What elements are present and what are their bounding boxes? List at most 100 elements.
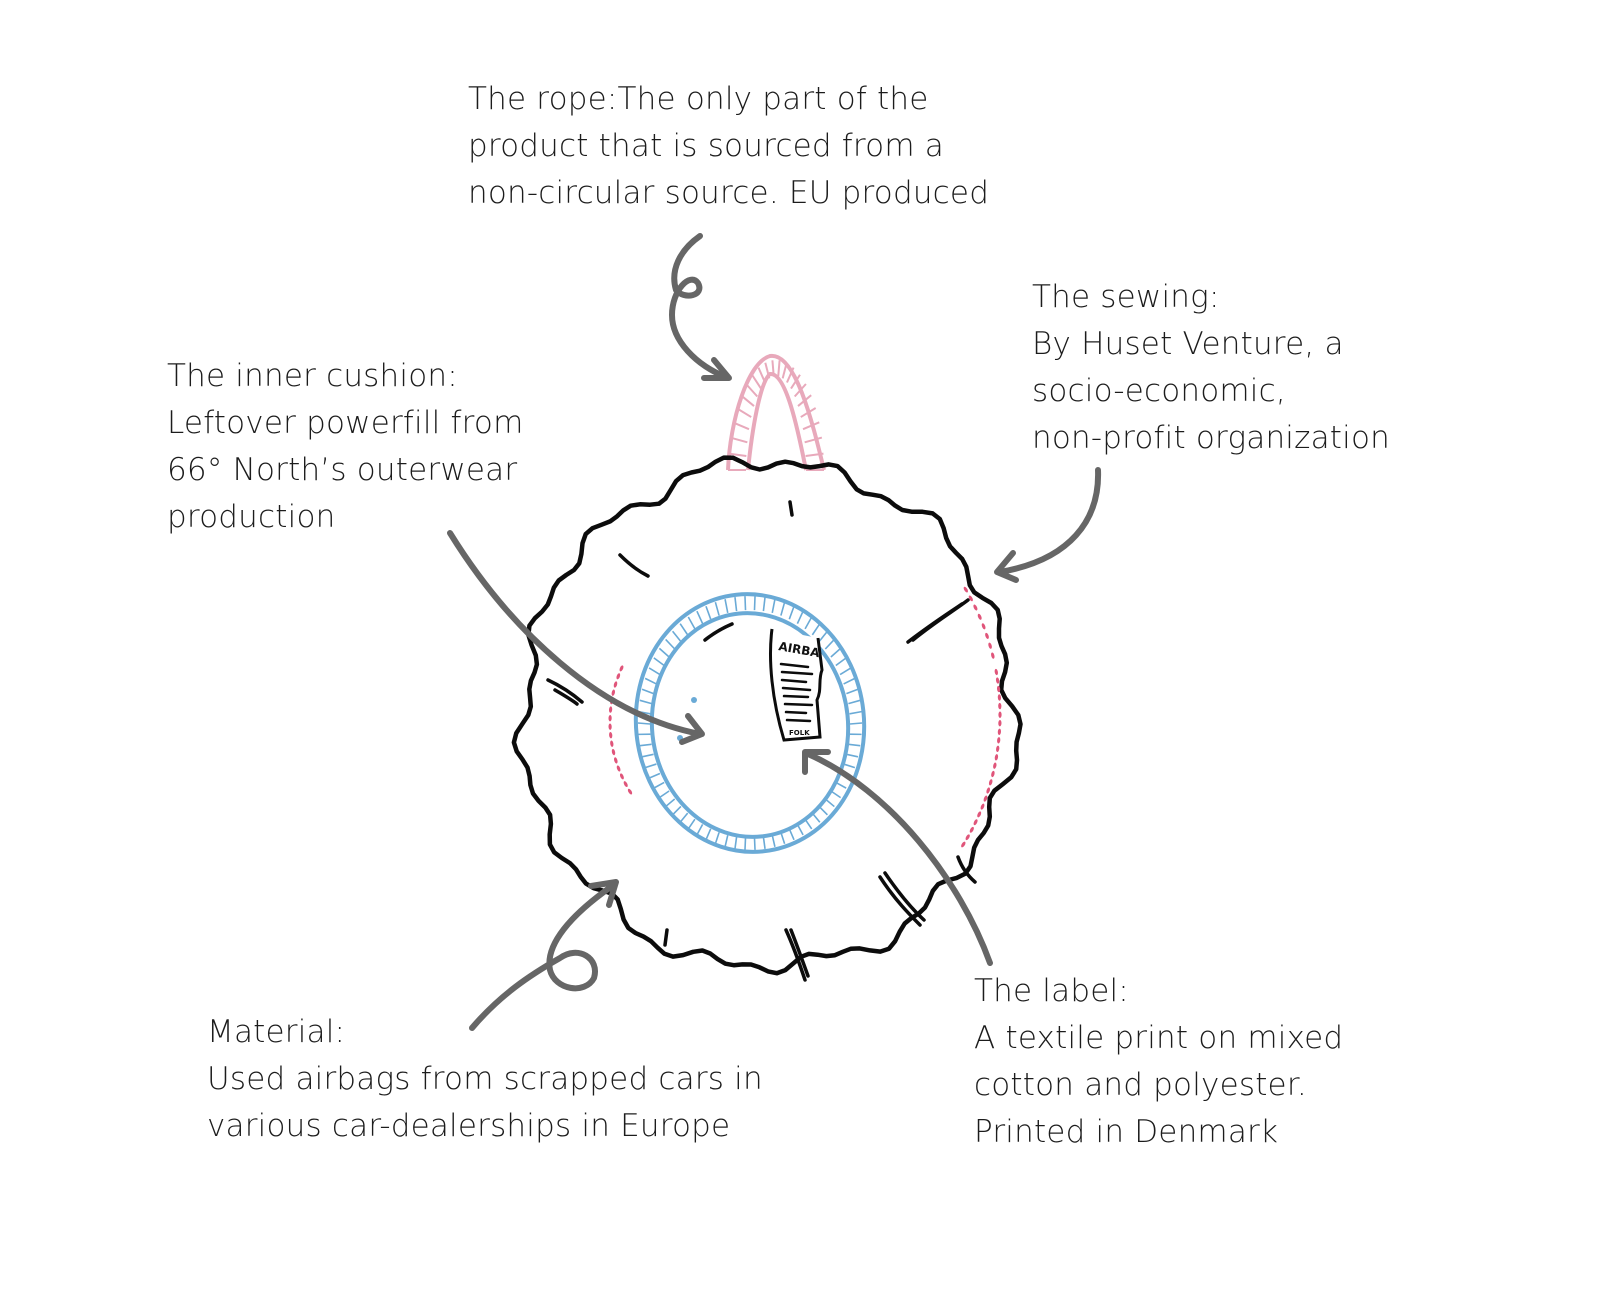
inner-ring-hatch <box>771 834 776 847</box>
annotation-inner-cushion-line: 66° North’s outerwear <box>167 452 518 488</box>
inner-ring-hatch <box>771 599 776 614</box>
rope-arrow <box>669 233 732 381</box>
inner-ring-hatch <box>835 657 847 667</box>
annotation-material-line: Used airbags from scrapped cars in <box>207 1061 763 1097</box>
inner-ring-hatch <box>780 832 786 845</box>
rope-hatch <box>771 360 775 377</box>
stitch-mark <box>613 681 618 688</box>
inner-ring-hatch <box>724 599 729 614</box>
inner-ring-hatch <box>830 790 842 799</box>
inner-ring-hatch <box>811 623 821 636</box>
inner-ring-hatch <box>658 647 670 658</box>
inner-ring-hatch <box>811 812 821 823</box>
inner-ring-hatch <box>714 832 720 845</box>
inner-ring-hatch <box>843 763 856 769</box>
inner-ring-hatch <box>644 677 657 685</box>
inner-ring-hatch <box>788 828 795 841</box>
stitch-mark <box>994 754 999 761</box>
inner-ring-hatch <box>653 657 665 667</box>
annotation-label: The label: A textile print on mixed cott… <box>974 968 1343 1156</box>
stitch-mark <box>608 723 612 730</box>
stitch-mark <box>995 677 1000 684</box>
inner-ring-hatch <box>846 753 859 758</box>
inner-ring-hatch <box>818 805 828 816</box>
inner-ring-hatch <box>679 812 689 823</box>
stitch-mark <box>988 642 992 649</box>
rope-hatch <box>802 421 820 431</box>
stitch-mark <box>981 623 986 630</box>
inner-ring-hatch <box>744 837 747 850</box>
stitch-mark <box>997 694 1002 701</box>
stitch-mark <box>980 803 985 810</box>
inner-ring-hatch <box>648 772 661 779</box>
annotation-sewing-line: By Huset Venture, a <box>1032 326 1344 362</box>
annotation-sewing-line: non-profit organization <box>1032 420 1390 456</box>
inner-ring-hatch <box>753 596 756 611</box>
outer-cushion-outline <box>511 455 1023 976</box>
inner-ring-hatch <box>637 722 651 725</box>
inner-ring-hatch <box>849 722 863 725</box>
stitch-mark <box>608 706 613 713</box>
annotation-sewing: The sewing: By Huset Venture, a socio-ec… <box>1032 274 1390 462</box>
annotation-rope-line: product that is sourced from a <box>468 128 944 164</box>
stitch-mark <box>963 586 968 593</box>
stitch-mark <box>991 652 995 659</box>
inner-ring-hatch <box>788 605 795 620</box>
stitch-mark <box>610 740 614 747</box>
annotation-rope-line: The rope:The only part of the <box>468 81 929 117</box>
inner-ring-hatch <box>641 688 654 695</box>
annotation-rope: The rope:The only part of the product th… <box>468 76 989 217</box>
inner-ring-hatch <box>753 837 756 850</box>
rope-hatch <box>732 421 750 431</box>
rope-hatch <box>745 383 759 398</box>
stitch-mark <box>968 595 973 602</box>
inner-ring-hatch <box>665 638 676 650</box>
stitch-mark <box>998 702 1002 710</box>
annotation-label-line: cotton and polyester. <box>974 1067 1307 1103</box>
rope-hatch <box>777 360 781 377</box>
stitch-mark <box>998 720 1002 727</box>
cushion-folds <box>546 500 977 982</box>
stitch-mark <box>988 779 993 786</box>
stitch-mark <box>977 613 982 620</box>
rope-hatch <box>790 374 801 390</box>
inner-ring-hatch <box>824 638 835 650</box>
rope-hatch <box>786 367 795 383</box>
rope-hatch <box>804 436 823 444</box>
stitch-mark <box>991 770 995 778</box>
sewing-stitches <box>608 586 1002 848</box>
inner-ring-hatch <box>780 602 786 616</box>
rope-loop <box>726 353 826 471</box>
inner-ring-hatch <box>696 610 704 624</box>
stitch-mark <box>611 748 616 756</box>
inner-ring-hatch <box>744 596 747 611</box>
inner-ring-hatch <box>648 667 661 676</box>
annotation-inner-cushion-line: Leftover powerfill from <box>167 405 524 441</box>
annotation-sewing-line: socio-economic, <box>1032 373 1286 409</box>
rope-hatch <box>757 367 766 383</box>
stitch-mark <box>998 711 1002 718</box>
inner-ring-hatch <box>639 699 652 705</box>
stitch-mark <box>993 762 997 769</box>
inner-ring-hatch <box>687 818 696 830</box>
inner-ring-hatch <box>653 781 665 789</box>
stitch-mark <box>969 826 974 833</box>
inner-ring-hatch <box>644 763 657 769</box>
inner-ring-hatch <box>641 753 654 758</box>
inner-ring-hatch <box>734 597 738 612</box>
stitch-mark <box>994 668 998 676</box>
stitch-mark <box>616 673 621 680</box>
rope-hatch <box>740 394 755 407</box>
inner-ring-hatch <box>734 836 738 849</box>
stitch-mark <box>616 765 621 772</box>
annotation-label-line: The label: <box>974 973 1129 1009</box>
inner-ring-hatch <box>672 805 682 816</box>
stitch-mark <box>973 604 978 611</box>
material-arrow <box>469 879 619 1031</box>
stitch-mark <box>623 781 628 788</box>
stitch-mark <box>619 665 624 672</box>
inner-ring-hatch <box>804 616 813 630</box>
stitch-mark <box>973 819 978 826</box>
stitch-mark <box>996 745 1000 752</box>
